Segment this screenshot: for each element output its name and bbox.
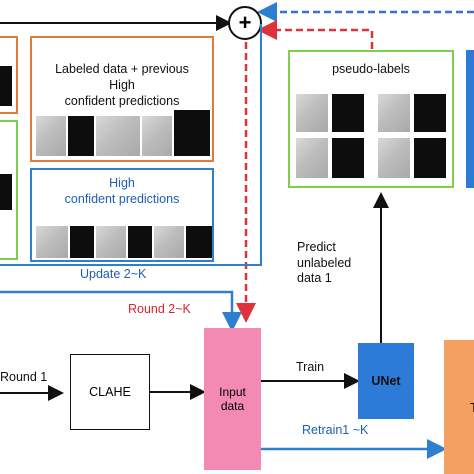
- pseudo-thumb-2: [332, 94, 364, 132]
- labeled-thumb-4: [142, 116, 172, 156]
- update-label: Update 2~K: [80, 267, 147, 281]
- clahe-box: CLAHE: [70, 354, 150, 430]
- high-confident-box: High confident predictions: [30, 168, 214, 262]
- left-green-partial-box: [0, 120, 18, 260]
- pseudo-thumb-5: [296, 138, 328, 178]
- hc-thumb-6: [186, 226, 212, 258]
- left-thumb-dark-1: [0, 66, 12, 106]
- unet-box: UNet: [358, 343, 414, 419]
- plus-symbol: +: [238, 10, 252, 35]
- pseudo-thumb-8: [414, 138, 446, 178]
- high-confident-label-b: High confident predictions: [64, 176, 180, 206]
- clahe-label: CLAHE: [89, 385, 131, 399]
- pseudo-thumb-7: [378, 138, 410, 178]
- hc-thumb-2: [70, 226, 94, 258]
- round1-label: Round 1: [0, 370, 48, 384]
- partial-t-label: T: [470, 399, 474, 415]
- left-blue-container-partial: [0, 24, 262, 266]
- pseudo-thumb-3: [378, 94, 410, 132]
- red-dashed-from-pseudo: [257, 20, 374, 49]
- labeled-thumb-2: [68, 116, 94, 156]
- hc-thumb-1: [36, 226, 68, 258]
- pseudo-labels-box: pseudo-labels: [288, 50, 454, 188]
- predict-label: Predict unlabeled data 1: [297, 240, 352, 286]
- pseudo-thumb-1: [296, 94, 328, 132]
- hc-thumb-5: [154, 226, 184, 258]
- unet-label: UNet: [371, 374, 401, 388]
- high-confident-label-a: High confident predictions: [64, 78, 180, 108]
- merge-plus-circle: +: [228, 6, 262, 40]
- labeled-data-label: Labeled data + previous: [55, 62, 189, 76]
- hc-thumb-4: [128, 226, 152, 258]
- right-partial-blue-block: [466, 50, 474, 188]
- labeled-thumb-5: [174, 110, 210, 156]
- right-partial-orange-box: T: [444, 340, 474, 474]
- labeled-data-box: Labeled data + previous High confident p…: [30, 36, 214, 162]
- hc-thumb-3: [96, 226, 126, 258]
- input-data-box: Input data: [204, 328, 261, 470]
- pseudo-labels-label: pseudo-labels: [332, 62, 410, 76]
- pseudo-thumb-6: [332, 138, 364, 178]
- left-thumb-dark-2: [0, 174, 12, 210]
- blue-update-line: [0, 290, 242, 332]
- pseudo-thumb-4: [414, 94, 446, 132]
- labeled-thumb-1: [36, 116, 66, 156]
- train-label: Train: [296, 360, 325, 374]
- input-data-label: Input data: [219, 385, 246, 413]
- retrain-label: Retrain1 ~K: [302, 423, 369, 437]
- round-2k-label: Round 2~K: [128, 302, 191, 316]
- labeled-thumb-3: [96, 116, 140, 156]
- left-orange-partial-box: [0, 36, 18, 114]
